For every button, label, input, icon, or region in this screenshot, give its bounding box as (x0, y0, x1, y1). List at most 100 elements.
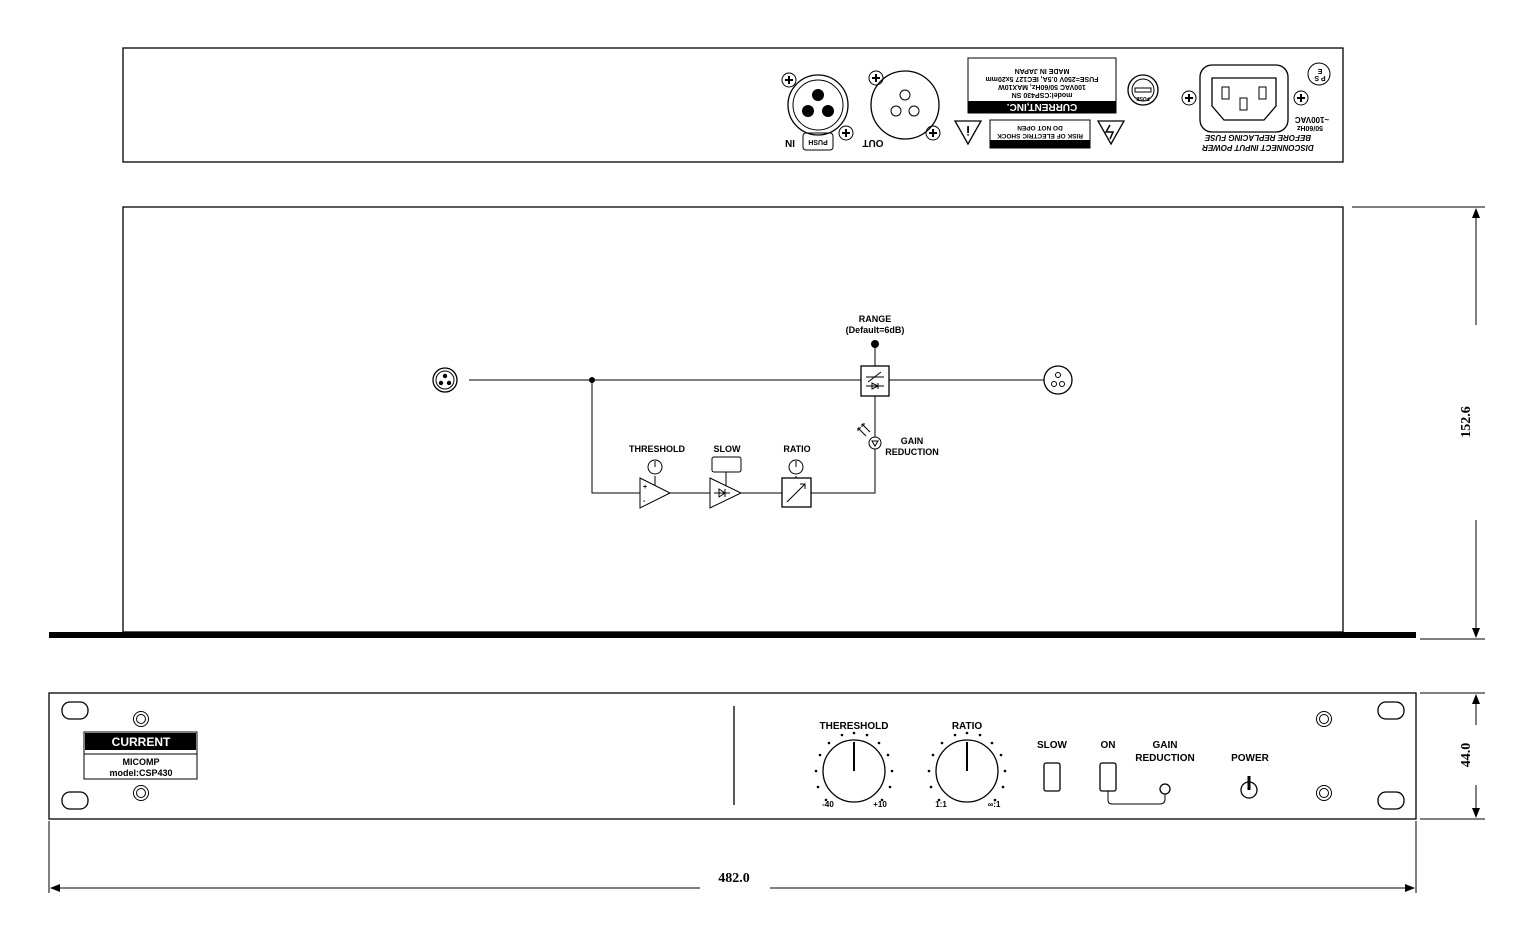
slow-switch-icon (711, 456, 742, 473)
screw-icon (838, 125, 854, 141)
svg-text:E: E (1317, 67, 1322, 74)
slow-rectifier: SLOW (709, 444, 743, 509)
range-default-label: (Default=6dB) (846, 325, 905, 335)
slow-switch-label: SLOW (1037, 740, 1068, 751)
out-label: OUT (862, 137, 883, 148)
threshold-comparator: + - THRESHOLD (629, 444, 686, 509)
power-spec: 100VAC 50/60Hz, MAX10W (998, 83, 1086, 90)
vca-block (860, 365, 890, 397)
screw-icon (133, 711, 149, 727)
ratio-max: ∞:1 (988, 800, 1001, 809)
range-label: RANGE (859, 314, 892, 324)
threshold-label: THRESHOLD (629, 444, 686, 454)
threshold-max: +10 (873, 800, 887, 809)
dimension-lines: 152.6 44.0 482.0 (48, 206, 1485, 893)
warning-block: i CAUTION RISK OF ELECTRIC SHOCK DO NOT … (953, 119, 1126, 149)
screw-icon (1316, 785, 1332, 801)
front-panel: CURRENT MICOMP model:CSP430 THERESHOLD -… (48, 692, 1417, 820)
disconnect-label-1: BEFORE REPLACING FUSE (1204, 133, 1311, 142)
shock-label: RISK OF ELECTRIC SHOCK (997, 132, 1083, 139)
gain-reduction-led-symbol (857, 423, 882, 450)
svg-text:i: i (966, 123, 970, 138)
ratio-scale (927, 731, 1007, 802)
ratio-block: RATIO (781, 444, 812, 508)
screw-icon (1293, 90, 1309, 106)
ratio-knob[interactable]: RATIO 1:1 ∞:1 (927, 721, 1007, 809)
rear-brand-label: CURRENT,INC. (1007, 101, 1078, 112)
voltage-label: ~100VAC (1295, 115, 1330, 124)
rack-slot (61, 701, 89, 720)
model-line: model:CSP430 SN (1012, 91, 1073, 98)
gain-label: GAIN (901, 436, 924, 446)
ratio-knob-label: RATIO (952, 721, 983, 732)
gain-reduction-label-1: GAIN (1153, 740, 1178, 751)
info-triangle-icon (953, 120, 983, 146)
on-switch-label: ON (1101, 740, 1116, 751)
fuse-spec: FUSE=250V 0.5A, IEC127 5x20mm (985, 75, 1098, 82)
switch-led-link (1107, 791, 1166, 805)
push-latch (802, 132, 834, 151)
rack-slot (1377, 701, 1405, 720)
on-switch[interactable] (1099, 762, 1117, 792)
spec-label-block: CURRENT,INC. model:CSP430 SN 100VAC 50/6… (967, 57, 1117, 114)
lightning-triangle-icon (1096, 120, 1126, 146)
screw-icon (781, 72, 797, 88)
screw-icon (1316, 711, 1332, 727)
made-in-label: MADE IN JAPAN (1015, 67, 1070, 74)
top-view-outline (122, 206, 1344, 633)
ratio-min: 1:1 (935, 800, 947, 809)
ratio-label: RATIO (783, 444, 810, 454)
screw-icon (925, 125, 941, 141)
rear-panel: PUSH IN OUT i CAUTION RISK OF ELECTRIC S… (122, 47, 1344, 163)
brand-label: CURRENT (112, 735, 171, 749)
rack-slot (61, 791, 89, 810)
input-xlr-symbol (432, 367, 458, 393)
slow-switch[interactable] (1043, 762, 1061, 792)
screw-icon (1181, 90, 1197, 106)
threshold-scale (814, 731, 894, 802)
pse-mark: P S E (1307, 62, 1331, 86)
screw-icon (868, 70, 884, 86)
range-node (871, 340, 879, 348)
power-label: POWER (1231, 753, 1270, 764)
do-not-open-label: DO NOT OPEN (1017, 124, 1063, 131)
gain-reduction-led (1159, 783, 1171, 795)
disconnect-label-2: DISCONNECT INPUT POWER (1202, 143, 1314, 152)
screw-icon (133, 785, 149, 801)
threshold-knob[interactable]: THERESHOLD -40 +10 (814, 721, 894, 809)
in-label: IN (785, 137, 795, 148)
fuse-holder: FUSE (1127, 74, 1159, 106)
threshold-min: -40 (822, 800, 834, 809)
frequency-label: 50/60Hz (1296, 124, 1323, 131)
svg-text:P S: P S (1314, 74, 1325, 81)
threshold-knob-label: THERESHOLD (820, 721, 889, 732)
threshold-knob-icon (647, 459, 663, 475)
power-switch[interactable] (1240, 776, 1258, 799)
brand-plate: CURRENT MICOMP model:CSP430 (83, 731, 198, 780)
caution-label: CAUTION (1025, 140, 1055, 147)
rear-panel-outline (122, 47, 1344, 163)
output-xlr-symbol (1043, 365, 1073, 395)
svg-text:+: + (643, 484, 647, 491)
push-label: PUSH (808, 138, 827, 145)
depth-dimension: 152.6 (1459, 406, 1474, 438)
height-dimension: 44.0 (1459, 743, 1474, 768)
reduction-label: REDUCTION (885, 447, 939, 457)
sidechain-path (591, 380, 640, 494)
width-dimension: 482.0 (718, 871, 750, 886)
iec-power-inlet (1181, 64, 1309, 133)
fuse-label: FUSE (1136, 95, 1150, 101)
model-label: model:CSP430 (109, 768, 172, 778)
xlr-in-connector: PUSH IN (781, 72, 854, 151)
ratio-knob-icon (788, 459, 804, 475)
gain-reduction-label-2: REDUCTION (1135, 753, 1194, 764)
slow-label: SLOW (714, 444, 742, 454)
svg-text:-: - (643, 498, 646, 505)
xlr-out-connector: OUT (862, 70, 941, 148)
top-view: RANGE (Default=6dB) GAIN REDUCTION + - T… (49, 206, 1416, 638)
rack-slot (1377, 791, 1405, 810)
product-label: MICOMP (123, 757, 160, 767)
front-panel-edge (49, 632, 1416, 638)
front-panel-outline (48, 692, 1417, 820)
